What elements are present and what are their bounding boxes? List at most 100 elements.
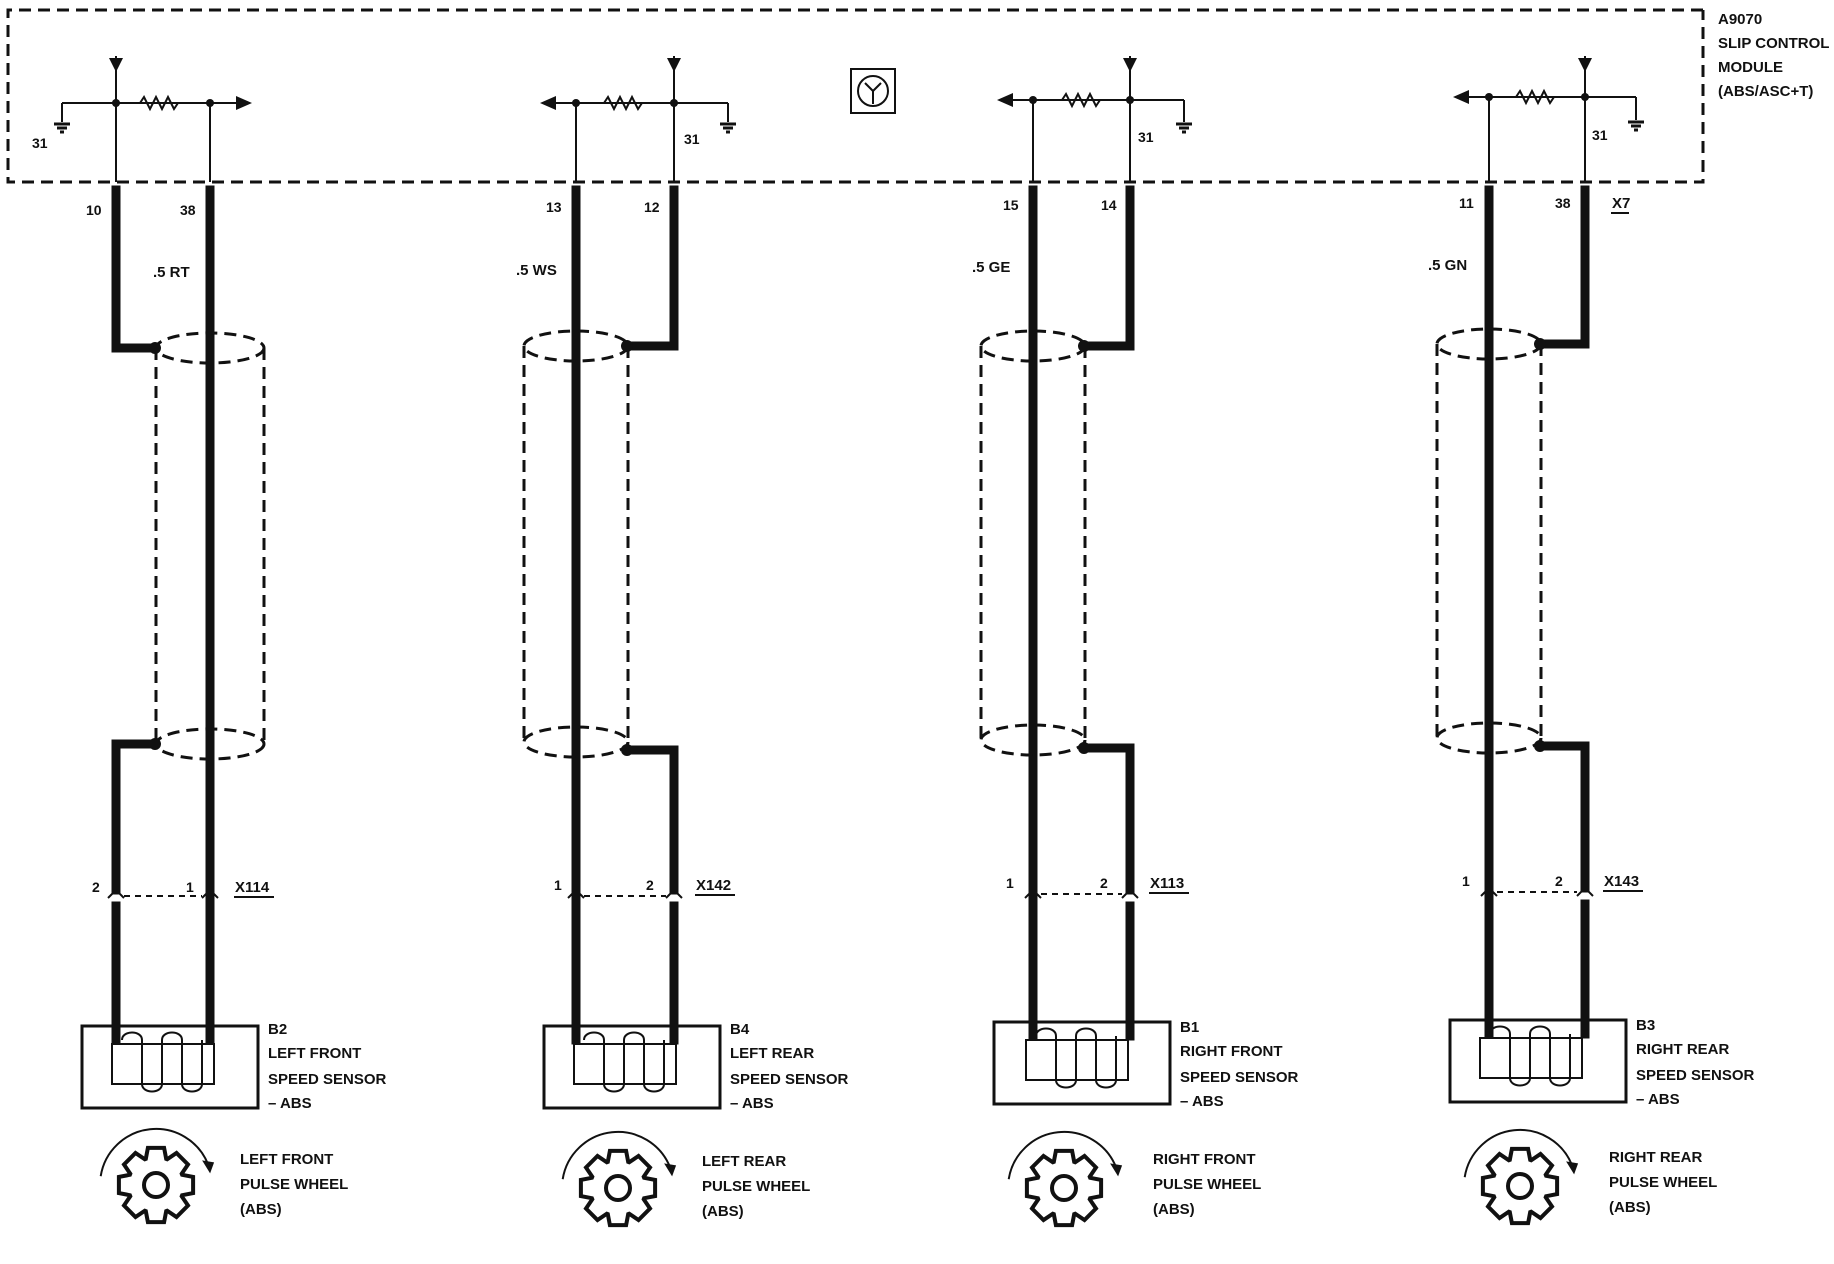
sensor-line2: SPEED SENSOR [1180, 1069, 1299, 1086]
sensor-coil-icon [573, 1031, 677, 1093]
wire-b [1081, 185, 1135, 351]
pulse-wheel-gear-icon [561, 1130, 677, 1228]
wheel-line3: (ABS) [1609, 1199, 1651, 1216]
connector-pin-a-label: 1 [554, 877, 562, 893]
sensor-line1: RIGHT FRONT [1180, 1043, 1283, 1060]
junction-dot [149, 342, 161, 354]
connector-ref: X114 [235, 879, 270, 896]
wire-a [111, 185, 155, 353]
module-name-line3: (ABS/ASC+T) [1718, 83, 1813, 100]
connector-pin [1576, 886, 1594, 897]
speed-sensor-box [80, 1024, 260, 1110]
wire-color-label: .5 GN [1428, 257, 1467, 274]
wire-color-label: .5 GE [972, 259, 1010, 276]
ground-icon [1176, 122, 1192, 134]
signal-arrow-icon [997, 93, 1013, 107]
wire-a-lower [111, 739, 155, 895]
sensor-coil-icon [1025, 1027, 1129, 1089]
connector-pin [201, 888, 219, 899]
sensor-ref: B1 [1180, 1019, 1199, 1036]
sensor-line3: – ABS [1180, 1093, 1224, 1110]
channel-left-rear: 31 13 12 .5 WS 1 2 X142 B4 LEFT REAR SPE… [516, 56, 849, 1228]
wire-color-label: .5 RT [153, 264, 190, 281]
wheel-line1: RIGHT FRONT [1153, 1151, 1256, 1168]
connector-pin-b-label: 1 [186, 879, 194, 895]
semiconductor-symbol-icon [850, 68, 896, 114]
connector-pin [1024, 888, 1042, 899]
wheel-line2: PULSE WHEEL [1609, 1174, 1717, 1191]
pin-b-label: 12 [644, 199, 660, 215]
ground-label: 31 [684, 131, 700, 147]
supply-arrow-icon [109, 58, 123, 72]
connector-pin-a-label: 2 [92, 879, 100, 895]
pin-a-label: 10 [86, 202, 102, 218]
wheel-line1: LEFT REAR [702, 1153, 786, 1170]
junction-dot [1029, 96, 1037, 104]
channel-right-rear: 31 11 38 .5 GN 1 2 X143 B3 RIGHT REAR SP… [1428, 56, 1755, 1226]
channel-left-front: 31 10 38 .5 RT 2 1 X114 B2 LE [32, 56, 387, 1225]
pin-a-label: 15 [1003, 197, 1019, 213]
ground-label: 31 [32, 135, 48, 151]
supply-arrow-icon [667, 58, 681, 72]
signal-arrow-icon [236, 96, 252, 110]
connector-pin-a-label: 1 [1006, 875, 1014, 891]
resistor-icon [1515, 88, 1555, 106]
pin-b-label: 38 [1555, 195, 1571, 211]
ground-icon [54, 122, 70, 134]
connector-pin [665, 888, 683, 899]
sensor-ref: B4 [730, 1021, 750, 1038]
wheel-line3: (ABS) [1153, 1201, 1195, 1218]
pin-a-label: 13 [546, 199, 562, 215]
wire-b-lower [625, 745, 679, 895]
sensor-line1: RIGHT REAR [1636, 1041, 1730, 1058]
junction-dot [621, 340, 633, 352]
connector-pin [107, 888, 125, 899]
shield-bottom [1435, 721, 1543, 755]
ground-icon [1628, 120, 1644, 132]
module-name-line2: MODULE [1718, 59, 1783, 76]
connector-pin-b-label: 2 [1555, 873, 1563, 889]
sensor-line2: SPEED SENSOR [268, 1071, 387, 1088]
sensor-coil-icon [111, 1031, 215, 1093]
speed-sensor-box [542, 1024, 722, 1110]
sensor-ref: B2 [268, 1021, 287, 1038]
shield-bottom [979, 723, 1087, 757]
wheel-line2: PULSE WHEEL [702, 1178, 810, 1195]
wheel-line2: PULSE WHEEL [240, 1176, 348, 1193]
wheel-line3: (ABS) [702, 1203, 744, 1220]
junction-dot [1485, 93, 1493, 101]
supply-arrow-icon [1578, 58, 1592, 72]
sensor-line3: – ABS [730, 1095, 774, 1112]
shield-bottom [522, 725, 630, 759]
sensor-ref: B3 [1636, 1017, 1655, 1034]
module-name-line1: SLIP CONTROL [1718, 35, 1829, 52]
pulse-wheel-gear-icon [1007, 1130, 1123, 1228]
wheel-line2: PULSE WHEEL [1153, 1176, 1261, 1193]
wheel-line1: LEFT FRONT [240, 1151, 333, 1168]
sensor-line3: – ABS [1636, 1091, 1680, 1108]
slip-control-module: A9070 SLIP CONTROL MODULE (ABS/ASC+T) X7 [6, 8, 1829, 214]
pin-b-label: 14 [1101, 197, 1117, 213]
connector-pin [1480, 886, 1498, 897]
connector-pin [1121, 888, 1139, 899]
channel-right-front: 31 15 14 .5 GE 1 2 X113 B1 RIGHT FRONT S… [972, 56, 1299, 1228]
wheel-line3: (ABS) [240, 1201, 282, 1218]
sensor-coil-icon [1479, 1025, 1583, 1087]
junction-dot [112, 99, 120, 107]
module-boundary [6, 8, 1705, 184]
junction-dot [670, 99, 678, 107]
connector-pin-b-label: 2 [646, 877, 654, 893]
pin-b-label: 38 [180, 202, 196, 218]
connector-pin-a-label: 1 [1462, 873, 1470, 889]
junction-dot [1078, 340, 1090, 352]
ground-icon [720, 122, 736, 134]
pulse-wheel-gear-icon [99, 1127, 215, 1225]
module-connector-ref: X7 [1612, 195, 1630, 212]
connector-ref: X143 [1604, 873, 1639, 890]
wire-color-label: .5 WS [516, 262, 557, 279]
wire-b [1536, 185, 1590, 349]
wire-b-lower [1081, 743, 1135, 895]
junction-dot [1126, 96, 1134, 104]
wire-b [625, 185, 679, 351]
